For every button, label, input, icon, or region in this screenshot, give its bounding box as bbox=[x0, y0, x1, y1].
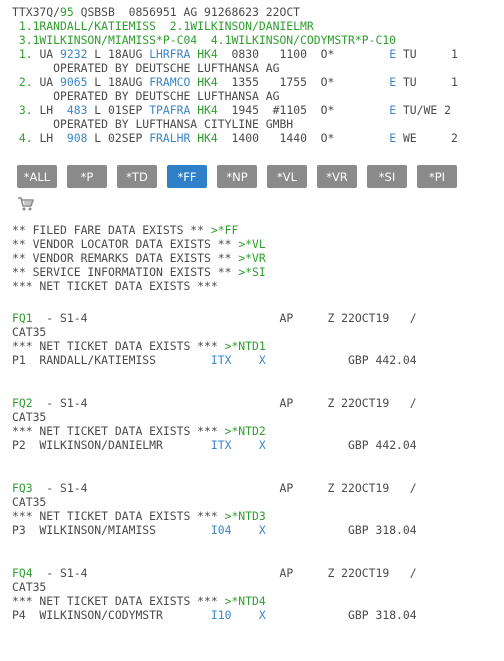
x-link[interactable]: X bbox=[258, 523, 266, 537]
vr-button[interactable]: *VR bbox=[317, 165, 357, 188]
si-button[interactable]: *SI bbox=[367, 165, 407, 188]
notice-line: *** NET TICKET DATA EXISTS *** bbox=[12, 279, 218, 293]
passenger-fare: P2 WILKINSON/DANIELMR bbox=[12, 438, 211, 452]
p-button[interactable]: *P bbox=[67, 165, 107, 188]
fare-code-link[interactable]: I10 bbox=[210, 608, 232, 622]
segment-row: 3. LH 483 L 01SEP TPAFRA HK4 1945 #1105 … bbox=[12, 103, 451, 117]
si-command-link[interactable]: >*SI bbox=[238, 265, 266, 279]
route-link[interactable]: FRAMCO bbox=[149, 75, 191, 89]
segment-row: 2. UA 9065 L 18AUG FRAMCO HK4 1355 1755 … bbox=[12, 75, 458, 89]
cat-label: CAT35 bbox=[12, 580, 47, 594]
flight-number[interactable]: 483 bbox=[66, 103, 88, 117]
segment-status: HK4 bbox=[190, 131, 218, 145]
fare-code-link[interactable]: ITX bbox=[210, 438, 232, 452]
passenger-fare: P1 RANDALL/KATIEMISS bbox=[12, 353, 211, 367]
fq-link[interactable]: FQ1 bbox=[12, 311, 33, 325]
operated-by: OPERATED BY LUFTHANSA CITYLINE GMBH bbox=[12, 117, 294, 131]
eticket-flag[interactable]: E bbox=[389, 131, 397, 145]
fq-link[interactable]: FQ4 bbox=[12, 566, 33, 580]
fq-link[interactable]: FQ2 bbox=[12, 396, 33, 410]
np-button[interactable]: *NP bbox=[217, 165, 257, 188]
header-info: QSBSB 0856951 AG 91268623 22OCT bbox=[73, 5, 301, 19]
passenger-fare: P4 WILKINSON/CODYMSTR bbox=[12, 608, 211, 622]
eticket-flag[interactable]: E bbox=[389, 47, 397, 61]
all-button[interactable]: *ALL bbox=[17, 165, 57, 188]
x-link[interactable]: X bbox=[258, 438, 266, 452]
vl-button[interactable]: *VL bbox=[267, 165, 307, 188]
ntd-command-link[interactable]: >*NTD1 bbox=[224, 339, 266, 353]
pi-button[interactable]: *PI bbox=[417, 165, 457, 188]
cat-label: CAT35 bbox=[12, 325, 47, 339]
fare-code-link[interactable]: ITX bbox=[210, 353, 232, 367]
operated-by: OPERATED BY DEUTSCHE LUFTHANSA AG bbox=[12, 61, 280, 75]
passenger-fare: P3 WILKINSON/MIAMISS bbox=[12, 523, 211, 537]
x-link[interactable]: X bbox=[258, 353, 266, 367]
passenger-names-1[interactable]: 1.1RANDALL/KATIEMISS 2.1WILKINSON/DANIEL… bbox=[12, 19, 314, 33]
notice-line: ** FILED FARE DATA EXISTS ** >*FF bbox=[12, 223, 239, 237]
td-button[interactable]: *TD bbox=[117, 165, 157, 188]
segment-row: 1. UA 9232 L 18AUG LHRFRA HK4 0830 1100 … bbox=[12, 47, 458, 61]
shopping-cart-icon[interactable] bbox=[17, 196, 35, 212]
record-locator: TTX37Q/ bbox=[12, 5, 61, 19]
segment-number[interactable]: 3. bbox=[12, 103, 40, 117]
segment-row: 4. LH 908 L 02SEP FRALHR HK4 1400 1440 O… bbox=[12, 131, 458, 145]
pcc-code[interactable]: 95 bbox=[60, 5, 74, 19]
passenger-names-2[interactable]: 3.1WILKINSON/MIAMISS*P-C04 4.1WILKINSON/… bbox=[12, 33, 397, 47]
flight-number[interactable]: 9232 bbox=[60, 47, 88, 61]
ff-button[interactable]: *FF bbox=[167, 165, 207, 188]
cat-label: CAT35 bbox=[12, 410, 47, 424]
segment-number[interactable]: 1. bbox=[12, 47, 40, 61]
flight-number[interactable]: 908 bbox=[66, 131, 88, 145]
route-link[interactable]: TPAFRA bbox=[149, 103, 191, 117]
fare-amount: GBP 442.04 bbox=[265, 353, 417, 367]
vr-command-link[interactable]: >*VR bbox=[238, 251, 266, 265]
eticket-flag[interactable]: E bbox=[389, 103, 397, 117]
route-link[interactable]: FRALHR bbox=[149, 131, 191, 145]
notice-line: ** SERVICE INFORMATION EXISTS ** >*SI bbox=[12, 265, 266, 279]
fare-code-link[interactable]: I04 bbox=[210, 523, 232, 537]
notice-line: ** VENDOR REMARKS DATA EXISTS ** >*VR bbox=[12, 251, 266, 265]
ntd-command-link[interactable]: >*NTD2 bbox=[224, 424, 266, 438]
eticket-flag[interactable]: E bbox=[389, 75, 397, 89]
fare-amount: GBP 318.04 bbox=[265, 523, 417, 537]
pnr-header-line: TTX37Q/95 QSBSB 0856951 AG 91268623 22OC… bbox=[12, 5, 300, 19]
ff-command-link[interactable]: >*FF bbox=[210, 223, 239, 237]
route-link[interactable]: LHRFRA bbox=[149, 47, 191, 61]
segment-status: HK4 bbox=[190, 75, 218, 89]
x-link[interactable]: X bbox=[258, 608, 266, 622]
ntd-command-link[interactable]: >*NTD4 bbox=[224, 594, 266, 608]
notice-line: ** VENDOR LOCATOR DATA EXISTS ** >*VL bbox=[12, 237, 266, 251]
operated-by: OPERATED BY DEUTSCHE LUFTHANSA AG bbox=[12, 89, 280, 103]
flight-number[interactable]: 9065 bbox=[60, 75, 88, 89]
fare-amount: GBP 318.04 bbox=[265, 608, 417, 622]
vl-command-link[interactable]: >*VL bbox=[238, 237, 266, 251]
fare-amount: GBP 442.04 bbox=[265, 438, 417, 452]
segment-status: HK4 bbox=[190, 103, 218, 117]
segment-status: HK4 bbox=[190, 47, 218, 61]
fq-link[interactable]: FQ3 bbox=[12, 481, 33, 495]
segment-number[interactable]: 2. bbox=[12, 75, 40, 89]
cat-label: CAT35 bbox=[12, 495, 47, 509]
ntd-command-link[interactable]: >*NTD3 bbox=[224, 509, 266, 523]
segment-number[interactable]: 4. bbox=[12, 131, 40, 145]
